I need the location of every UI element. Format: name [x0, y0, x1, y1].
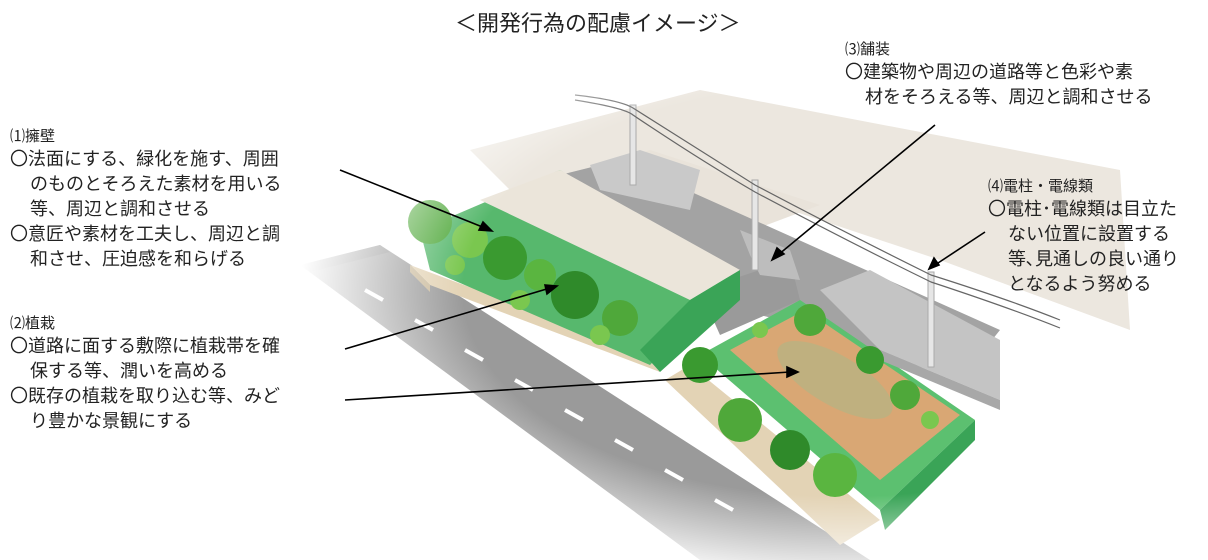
annotation-heading: ⑵植栽: [10, 314, 56, 332]
annotation-utility-poles: ⑷電柱・電線類 〇電柱･電線類は目立た ない位置に設置する 等､見通しの良い通り…: [988, 175, 1179, 297]
annotation-heading: ⑷電柱・電線類: [988, 177, 1094, 195]
annotation-line: 和させ、圧迫感を和らげる: [30, 249, 246, 270]
annotation-line: のものとそろえた素材を用いる: [30, 174, 282, 195]
annotation-line: 等､見通しの良い通り: [1008, 249, 1179, 270]
annotation-line: となるよう努める: [1008, 274, 1152, 295]
annotation-line: 〇意匠や素材を工夫し、周辺と調: [10, 224, 280, 245]
annotation-planting: ⑵植栽 〇道路に面する敷際に植栽帯を確 保する等、潤いを高める 〇既存の植栽を取…: [10, 312, 280, 434]
annotation-line: 〇建築物や周辺の道路等と色彩や素: [845, 62, 1133, 83]
leader-lines: [339, 124, 986, 401]
annotation-heading: ⑶舗装: [845, 40, 891, 58]
annotation-line: 〇電柱･電線類は目立た: [988, 199, 1177, 220]
arrow-utility-poles: [934, 231, 986, 266]
arrow-planting-2: [344, 371, 791, 401]
annotation-line: 材をそろえる等、周辺と調和させる: [865, 87, 1153, 108]
annotation-line: 〇法面にする、緑化を施す、周囲: [10, 149, 279, 170]
annotation-line: ない位置に設置する: [1008, 224, 1170, 245]
arrow-retaining-wall: [339, 169, 486, 229]
page-title: ＜開発行為の配慮イメージ＞: [455, 12, 741, 37]
annotation-line: 保する等、潤いを高める: [30, 361, 228, 382]
annotation-line: 〇道路に面する敷際に植栽帯を確: [10, 336, 280, 357]
annotation-line: 〇既存の植栽を取り込む等、みど: [10, 386, 280, 407]
annotation-paving: ⑶舗装 〇建築物や周辺の道路等と色彩や素 材をそろえる等、周辺と調和させる: [845, 38, 1152, 110]
arrow-planting-1: [344, 287, 551, 350]
annotation-line: り豊かな景観にする: [30, 411, 193, 432]
arrow-paving: [777, 124, 936, 256]
annotation-line: 等、周辺と調和させる: [30, 199, 210, 220]
annotation-heading: ⑴擁壁: [10, 127, 56, 145]
annotation-retaining-wall: ⑴擁壁 〇法面にする、緑化を施す、周囲 のものとそろえた素材を用いる 等、周辺と…: [10, 125, 281, 272]
